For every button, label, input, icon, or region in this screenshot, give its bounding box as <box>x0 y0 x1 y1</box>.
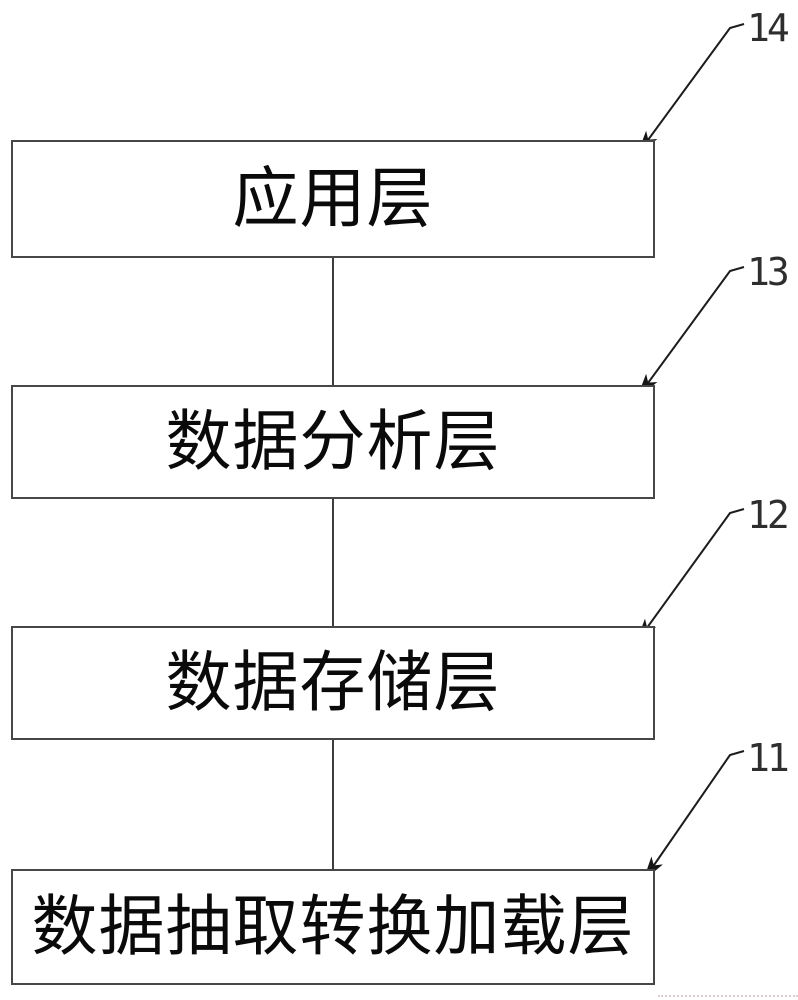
layer-label-application: 应用层 <box>232 163 434 236</box>
ref-number-12: 12 <box>747 493 790 537</box>
layer-box-data-storage: 数据存储层 <box>11 626 655 740</box>
layer-label-data-storage: 数据存储层 <box>165 647 501 720</box>
layer-box-data-etl: 数据抽取转换加载层 <box>11 869 655 985</box>
layer-label-data-etl: 数据抽取转换加载层 <box>31 891 635 964</box>
layer-box-data-analysis: 数据分析层 <box>11 385 655 499</box>
ref-number-14: 14 <box>747 6 790 50</box>
leader-arrow-12 <box>635 508 745 644</box>
leader-arrow-13 <box>636 266 745 399</box>
ref-number-13: 13 <box>747 250 790 294</box>
leader-arrow-11 <box>642 750 745 882</box>
layer-box-application: 应用层 <box>11 140 655 258</box>
leader-arrow-14 <box>636 23 745 156</box>
ref-number-11: 11 <box>747 736 790 780</box>
scan-artifact-dotted-line <box>658 995 798 997</box>
layer-label-data-analysis: 数据分析层 <box>165 406 501 479</box>
